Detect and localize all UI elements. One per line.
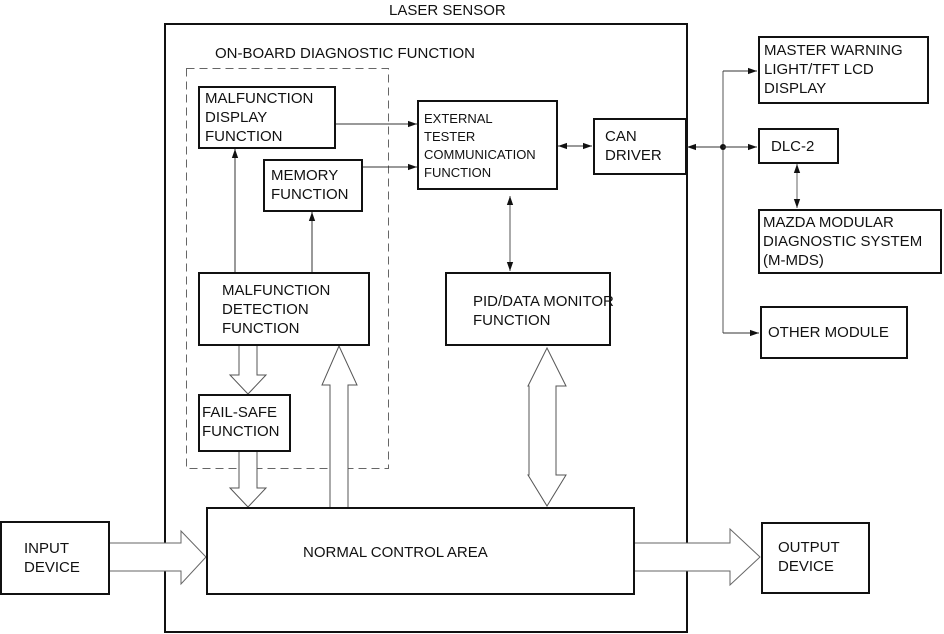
malfunction-display-function-label: MALFUNCTION DISPLAY FUNCTION xyxy=(205,90,314,145)
external-tester-communication-block xyxy=(417,100,558,190)
pid-data-monitor-function-block xyxy=(445,272,611,346)
normal-control-area-label: NORMAL CONTROL AREA xyxy=(303,544,488,561)
obd-group-boundary xyxy=(186,68,389,469)
output-device-block xyxy=(761,522,870,594)
master-warning-display-label: MASTER WARNING LIGHT/TFT LCD DISPLAY xyxy=(764,42,903,97)
dlc2-block xyxy=(758,128,839,164)
master-warning-display-block xyxy=(758,36,929,104)
malfunction-detection-function-block xyxy=(198,272,370,346)
normal-control-area-block xyxy=(206,507,635,595)
memory-function-label: MEMORY FUNCTION xyxy=(271,167,349,203)
malfunction-detection-function-label: MALFUNCTION DETECTION FUNCTION xyxy=(222,282,331,337)
pid-data-monitor-function-label: PID/DATA MONITOR FUNCTION xyxy=(473,293,614,329)
can-driver-block xyxy=(593,118,687,175)
block-arrow-input-to-normal xyxy=(110,529,207,586)
input-device-block xyxy=(0,521,110,595)
mmds-block xyxy=(758,209,942,274)
memory-function-block xyxy=(263,159,363,212)
other-module-label: OTHER MODULE xyxy=(768,324,889,341)
block-arrow-detection-to-failsafe xyxy=(228,346,268,395)
malfunction-display-function-block xyxy=(198,86,336,149)
obd-group-title: ON-BOARD DIAGNOSTIC FUNCTION xyxy=(215,45,476,62)
output-device-label: OUTPUT DEVICE xyxy=(778,539,840,575)
fail-safe-function-block xyxy=(198,394,291,452)
external-tester-communication-label: EXTERNAL TESTER COMMUNICATION FUNCTION xyxy=(424,111,536,180)
block-arrow-normal-to-detection xyxy=(321,344,358,507)
can-driver-label: CAN DRIVER xyxy=(605,128,662,164)
laser-sensor-boundary xyxy=(164,23,688,633)
laser-sensor-title: LASER SENSOR xyxy=(389,2,506,19)
other-module-block xyxy=(760,306,908,359)
mmds-label: MAZDA MODULAR DIAGNOSTIC SYSTEM (M-MDS) xyxy=(763,214,923,269)
block-arrow-failsafe-to-normal xyxy=(228,452,268,508)
input-device-label: INPUT DEVICE xyxy=(24,540,80,576)
block-arrow-pid-normal xyxy=(527,346,567,507)
block-arrow-normal-to-output xyxy=(635,527,761,587)
fail-safe-function-label: FAIL-SAFE FUNCTION xyxy=(202,404,280,440)
dlc2-label: DLC-2 xyxy=(771,138,815,155)
